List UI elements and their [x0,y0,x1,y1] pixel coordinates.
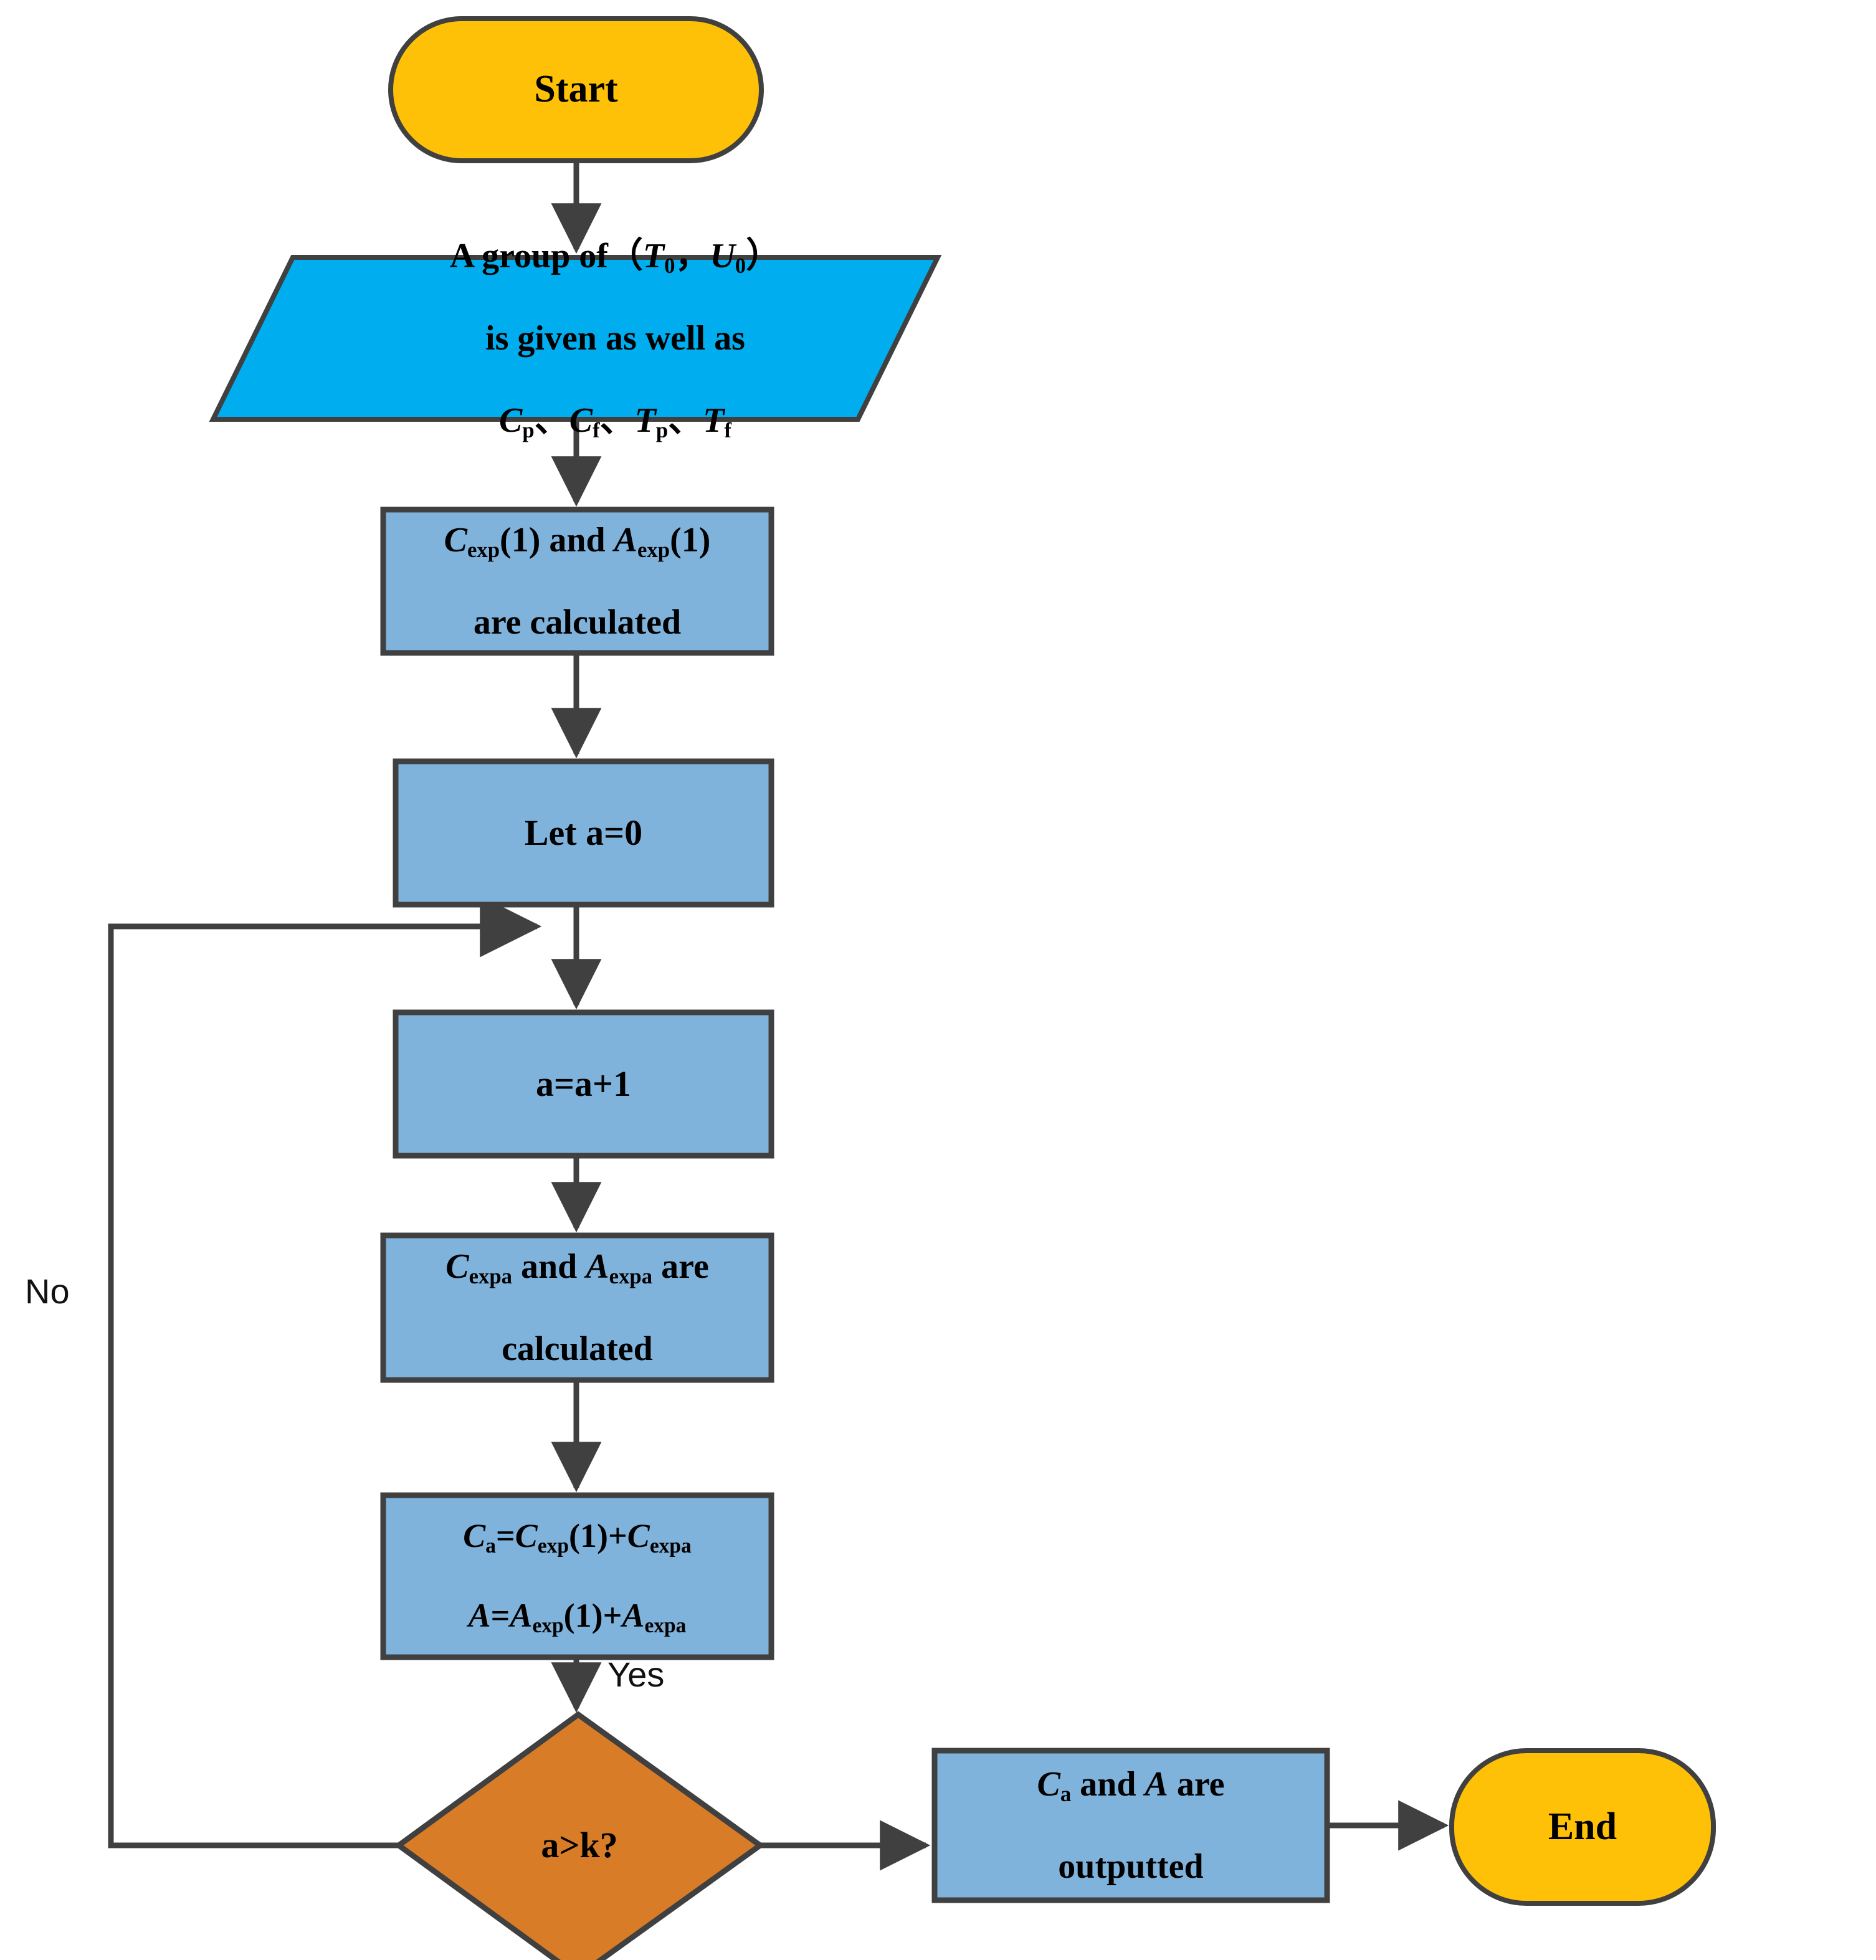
node-input[interactable] [209,255,942,422]
node-start[interactable] [388,16,764,163]
edge-decision-to-proc3-loop [108,895,542,1848]
node-output[interactable] [931,1748,1330,1903]
node-decision[interactable] [394,1711,765,1960]
node-proc1[interactable] [380,507,774,656]
node-proc3[interactable] [393,1009,774,1159]
node-proc4[interactable] [380,1232,774,1383]
node-proc5[interactable] [380,1492,774,1660]
node-end[interactable] [1449,1748,1716,1906]
node-proc2[interactable] [393,758,774,908]
